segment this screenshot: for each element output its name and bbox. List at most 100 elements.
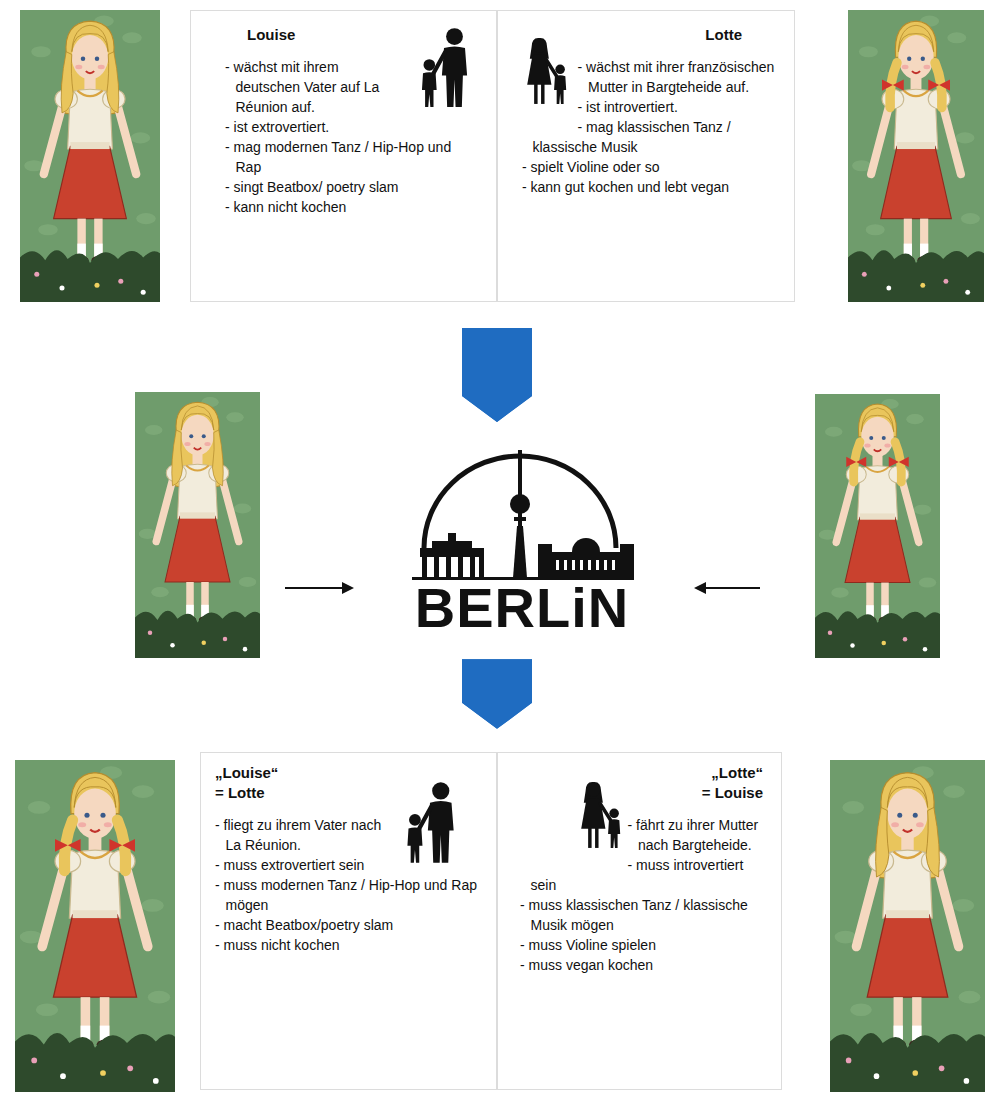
cheek — [916, 822, 924, 827]
skirt — [54, 146, 127, 218]
grass — [830, 1033, 985, 1092]
reichstag-body — [542, 552, 630, 578]
waistband — [73, 910, 118, 918]
eye — [913, 813, 918, 818]
ground-speckle — [145, 425, 163, 435]
flower — [828, 631, 833, 636]
flower — [100, 1070, 106, 1076]
flower — [223, 637, 228, 642]
family-icon — [522, 29, 574, 113]
hair-lock — [107, 52, 119, 113]
family-icon — [412, 25, 476, 109]
arm — [836, 477, 854, 542]
blouse-trim — [77, 91, 102, 97]
mouth — [903, 830, 912, 832]
flower — [148, 630, 153, 635]
blouse-trim — [866, 467, 889, 472]
tower-sphere — [510, 494, 530, 514]
father-arm — [419, 807, 431, 829]
bullet-text: - muss extrovertiert sein — [215, 855, 484, 875]
face — [181, 415, 214, 456]
cheek — [75, 65, 82, 69]
bullet-text: - muss introvertiert sein — [520, 855, 769, 895]
flower — [920, 283, 925, 288]
reichstag-window — [588, 560, 591, 570]
picture-ground — [15, 760, 175, 1092]
arrow-head — [694, 582, 706, 594]
bullet-text: - kann nicht kochen — [225, 197, 480, 217]
child-head — [609, 809, 619, 819]
flower — [903, 637, 908, 642]
ground-speckle — [131, 132, 151, 143]
bangs — [181, 406, 214, 430]
mother-leg — [541, 84, 544, 104]
face — [887, 788, 927, 839]
ground-speckle — [151, 587, 169, 597]
hair-bow — [928, 80, 950, 91]
illustration-layer — [15, 10, 985, 1092]
eye — [921, 56, 925, 60]
flower — [965, 290, 970, 295]
bullet-text: - ist extrovertiert. — [225, 117, 480, 137]
family-icon — [576, 773, 628, 857]
mother-leg — [588, 828, 591, 848]
eye — [897, 813, 902, 818]
flower — [31, 1058, 37, 1064]
ground-speckle — [36, 1003, 58, 1016]
ground-speckle — [825, 427, 843, 437]
bullet-text: - muss nicht kochen — [215, 935, 484, 955]
ground-speckle — [959, 991, 981, 1004]
hair-bow — [889, 457, 909, 467]
mother-leg — [595, 828, 598, 848]
flower — [127, 1065, 133, 1071]
bullet-text: - macht Beatbox/poetry slam — [215, 915, 484, 935]
waistband — [860, 513, 895, 519]
bullet-text: - wächst mit ihrer französischen Mutter … — [522, 57, 782, 97]
ground-speckle — [914, 505, 932, 515]
arm — [942, 102, 961, 174]
ground-speckle — [148, 991, 170, 1004]
bullet-text: - wächst mit ihrem deutschen Vater auf L… — [225, 57, 480, 117]
child-body — [554, 75, 566, 104]
waistband — [886, 910, 929, 918]
flower — [943, 279, 948, 284]
father-body — [428, 801, 454, 863]
mouth — [912, 71, 920, 73]
reichstag-window — [572, 560, 575, 570]
eye — [869, 436, 873, 440]
arm — [221, 476, 239, 542]
bullet-text: - muss vegan kochen — [520, 955, 769, 975]
girl-braids-illustration — [848, 10, 984, 302]
bangs — [72, 25, 108, 51]
bullet-text: - fährt zu ihrer Mutter nach Bargteheide… — [520, 815, 769, 855]
reichstag-tower — [538, 544, 552, 578]
eye — [907, 56, 911, 60]
reichstag-window — [604, 560, 607, 570]
ground-speckle — [859, 46, 878, 57]
ground-speckle — [906, 414, 924, 424]
child-head — [409, 814, 421, 826]
bangs — [887, 777, 927, 807]
reichstag-window — [580, 560, 583, 570]
arrow-head — [342, 582, 354, 594]
tower-base — [513, 526, 527, 578]
girl-braids-illustration — [815, 394, 940, 658]
cheek — [204, 442, 210, 446]
bullet-text: - muss Violine spielen — [520, 935, 769, 955]
panel-heading: Louise — [247, 25, 480, 45]
picture-ground — [135, 392, 260, 658]
flower — [34, 272, 39, 277]
flower — [141, 290, 146, 295]
mother-leg — [534, 84, 537, 104]
cheek — [104, 822, 112, 827]
gate-quadriga — [448, 533, 456, 541]
hair-lock — [172, 430, 183, 486]
connector-layer — [462, 328, 532, 729]
city-logo: BERLiN — [402, 448, 642, 636]
hair-bow — [882, 80, 904, 91]
skyline-symbol — [402, 448, 642, 580]
mouth — [90, 830, 100, 832]
waistband — [897, 142, 935, 149]
blouse-trim — [81, 852, 110, 858]
girl-braids-illustration — [15, 760, 175, 1092]
